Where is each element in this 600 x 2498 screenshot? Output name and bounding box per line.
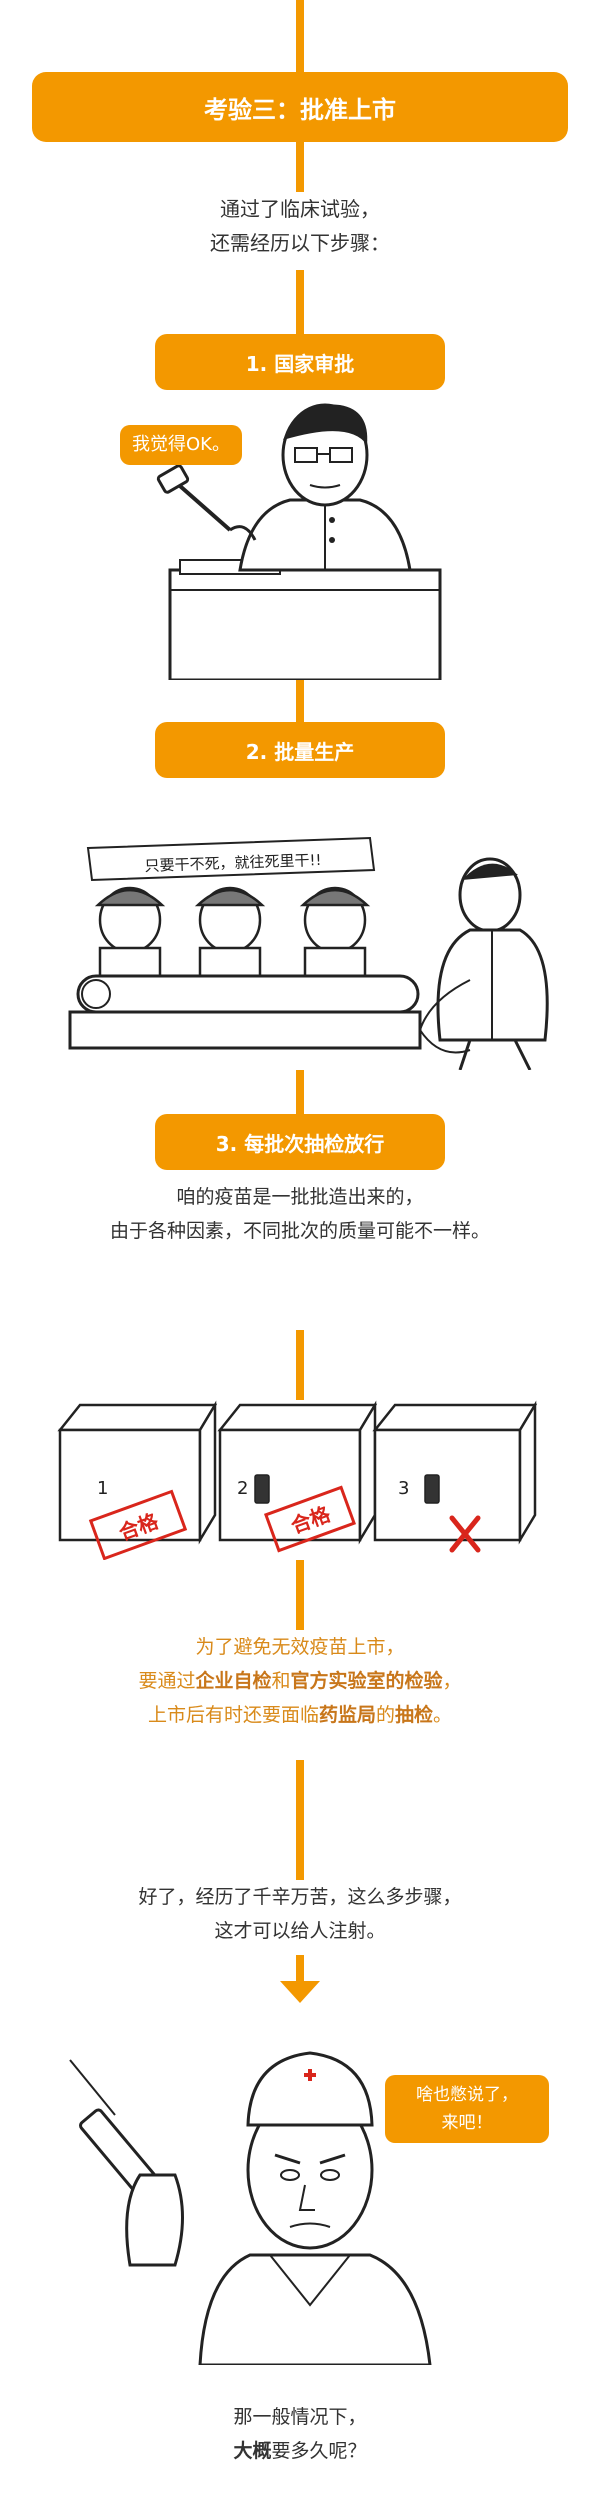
timeline-line-8 bbox=[296, 1760, 304, 1880]
inspection-explanation-text: 为了避免无效疫苗上市， 要通过企业自检和官方实验室的检验， 上市后有时还要面临药… bbox=[0, 1630, 600, 1732]
official-approval-illustration bbox=[156, 403, 442, 680]
timeline-line-5 bbox=[296, 1070, 304, 1114]
vaccine-batch-boxes-illustration bbox=[57, 1400, 538, 1560]
box-2-number: 2 bbox=[237, 1478, 249, 1499]
mass-production-illustration bbox=[68, 836, 549, 1070]
step-2-label: 2. 批量生产 bbox=[155, 722, 445, 778]
speech-bubble-ok: 我觉得OK。 bbox=[120, 425, 242, 465]
closing-question-text: 那一般情况下， 大概要多久呢？ bbox=[0, 2400, 600, 2468]
timeline-line-2 bbox=[296, 142, 304, 192]
step-3-label: 3. 每批次抽检放行 bbox=[155, 1114, 445, 1170]
timeline-line-9 bbox=[296, 1955, 304, 1981]
batch-explanation-text: 咱的疫苗是一批批造出来的， 由于各种因素，不同批次的质量可能不一样。 bbox=[0, 1180, 600, 1248]
timeline-line-1 bbox=[296, 0, 304, 72]
box-3-number: 3 bbox=[398, 1478, 410, 1499]
box-1-number: 1 bbox=[97, 1478, 109, 1499]
timeline-line-3 bbox=[296, 270, 304, 334]
speech-bubble-doctor: 啥也憋说了， 来吧！ bbox=[385, 2075, 549, 2143]
arrow-down-icon bbox=[280, 1981, 320, 2003]
doctor-injection-illustration bbox=[69, 2051, 432, 2365]
summary-text: 好了，经历了千辛万苦，这么多步骤， 这才可以给人注射。 bbox=[0, 1880, 600, 1948]
section-title: 考验三：批准上市 bbox=[32, 72, 568, 142]
intro-text: 通过了临床试验， 还需经历以下步骤： bbox=[0, 192, 600, 260]
step-1-label: 1. 国家审批 bbox=[155, 334, 445, 390]
timeline-line-7 bbox=[296, 1560, 304, 1630]
timeline-line-6 bbox=[296, 1330, 304, 1400]
timeline-line-4 bbox=[296, 680, 304, 722]
